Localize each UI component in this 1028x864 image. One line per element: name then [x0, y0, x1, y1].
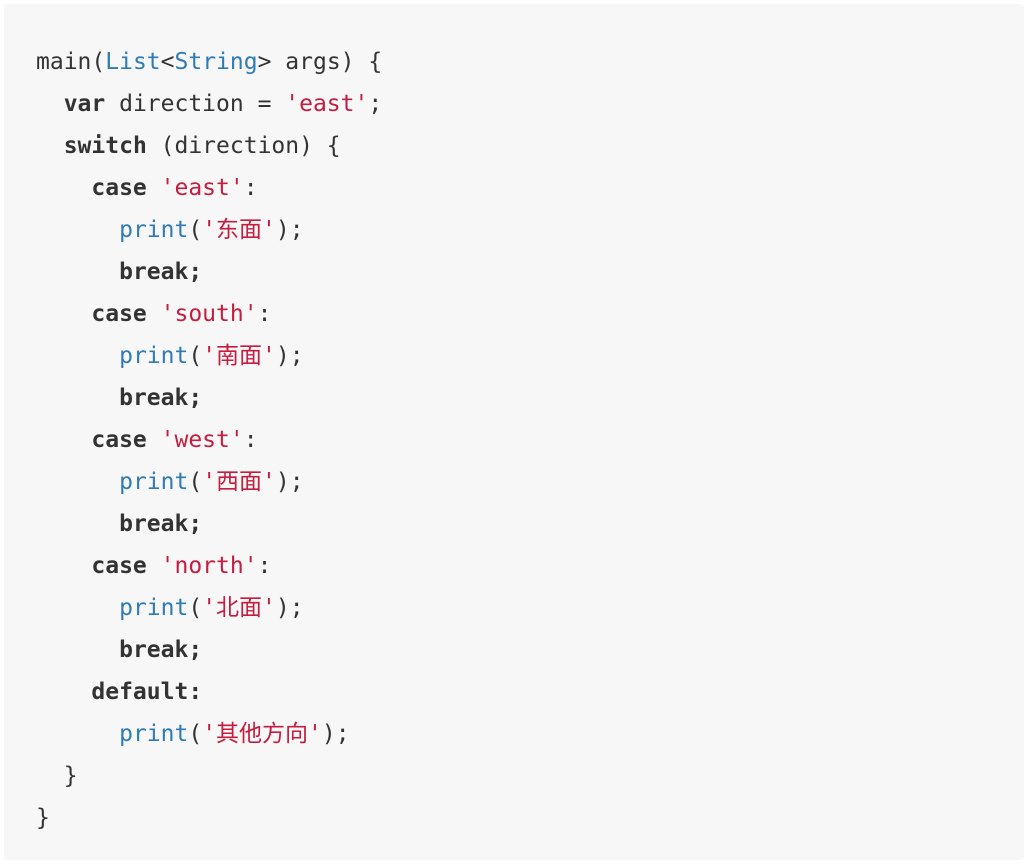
code-token-kw: case — [91, 301, 147, 327]
code-token-plain: (direction) { — [146, 133, 341, 159]
code-line: case 'east': — [36, 167, 1024, 209]
code-token-plain: ; — [368, 91, 383, 117]
code-line: break; — [36, 629, 1024, 671]
code-token-kw: break; — [119, 385, 203, 411]
code-token-plain: ); — [275, 469, 304, 495]
code-token-plain — [36, 175, 91, 201]
code-token-plain: ( — [188, 343, 203, 369]
code-token-str: 'south' — [160, 301, 258, 327]
code-token-plain — [36, 427, 91, 453]
code-token-kw: break; — [119, 259, 203, 285]
code-token-plain: ); — [275, 217, 304, 243]
code-token-plain: : — [257, 553, 272, 579]
code-line: var direction = 'east'; — [36, 83, 1024, 125]
code-token-plain — [36, 469, 119, 495]
code-token-plain — [36, 259, 119, 285]
code-token-str: '南面' — [202, 343, 276, 369]
code-token-plain — [36, 217, 119, 243]
code-token-plain — [36, 595, 119, 621]
code-line: default: — [36, 671, 1024, 713]
code-token-type: List — [105, 49, 161, 75]
code-line: case 'west': — [36, 419, 1024, 461]
code-token-fn: print — [119, 343, 189, 369]
code-line: case 'north': — [36, 545, 1024, 587]
code-token-plain: ( — [188, 217, 203, 243]
code-token-plain: main( — [36, 49, 106, 75]
code-token-fn: print — [119, 721, 189, 747]
code-line: switch (direction) { — [36, 125, 1024, 167]
code-token-kw: default: — [91, 679, 203, 705]
code-token-plain: ); — [275, 595, 304, 621]
code-token-str: 'east' — [285, 91, 369, 117]
code-line: print('北面'); — [36, 587, 1024, 629]
code-line: print('西面'); — [36, 461, 1024, 503]
code-token-fn: print — [119, 595, 189, 621]
code-line: print('南面'); — [36, 335, 1024, 377]
code-token-plain: ); — [321, 721, 350, 747]
code-token-plain: : — [243, 427, 258, 453]
code-token-plain — [36, 301, 91, 327]
code-token-fn: print — [119, 469, 189, 495]
code-line: break; — [36, 251, 1024, 293]
code-token-plain — [147, 427, 161, 453]
code-token-plain: > args) { — [257, 49, 383, 75]
code-token-plain — [36, 91, 64, 117]
code-token-kw: break; — [119, 511, 203, 537]
code-token-plain: } — [36, 805, 50, 831]
code-token-kw: case — [91, 175, 147, 201]
code-line: } — [36, 755, 1024, 797]
code-line: break; — [36, 503, 1024, 545]
code-token-plain — [36, 721, 119, 747]
code-token-plain — [36, 679, 91, 705]
code-token-plain: ( — [188, 595, 203, 621]
code-token-plain: } — [36, 763, 78, 789]
code-token-fn: print — [119, 217, 189, 243]
code-token-str: '其他方向' — [202, 721, 322, 747]
code-token-plain: direction = — [105, 91, 286, 117]
code-token-plain — [147, 175, 161, 201]
code-token-plain — [147, 301, 161, 327]
code-token-plain — [36, 385, 119, 411]
code-token-str: 'west' — [160, 427, 244, 453]
code-token-plain: ( — [188, 469, 203, 495]
code-token-str: 'north' — [160, 553, 258, 579]
code-token-plain: : — [257, 301, 272, 327]
code-token-kw: case — [91, 427, 147, 453]
code-token-str: '西面' — [202, 469, 276, 495]
code-token-plain: ( — [188, 721, 203, 747]
code-line: case 'south': — [36, 293, 1024, 335]
code-token-plain — [36, 637, 119, 663]
code-line: print('东面'); — [36, 209, 1024, 251]
code-token-kw: case — [91, 553, 147, 579]
code-token-plain — [36, 511, 119, 537]
code-line: break; — [36, 377, 1024, 419]
code-token-plain — [147, 553, 161, 579]
code-token-kw: var — [63, 91, 106, 117]
code-token-str: 'east' — [160, 175, 244, 201]
code-token-plain: ); — [275, 343, 304, 369]
code-token-plain — [36, 133, 64, 159]
code-line: } — [36, 797, 1024, 839]
code-line: main(List<String> args) { — [36, 41, 1024, 83]
code-token-str: '东面' — [202, 217, 276, 243]
code-token-plain — [36, 553, 91, 579]
code-line: print('其他方向'); — [36, 713, 1024, 755]
code-token-kw: switch — [63, 133, 147, 159]
code-token-kw: break; — [119, 637, 203, 663]
code-token-plain: < — [160, 49, 175, 75]
code-token-str: '北面' — [202, 595, 276, 621]
code-token-type: String — [174, 49, 258, 75]
code-token-plain: : — [243, 175, 258, 201]
code-token-plain — [36, 343, 119, 369]
code-block: main(List<String> args) { var direction … — [4, 4, 1024, 860]
